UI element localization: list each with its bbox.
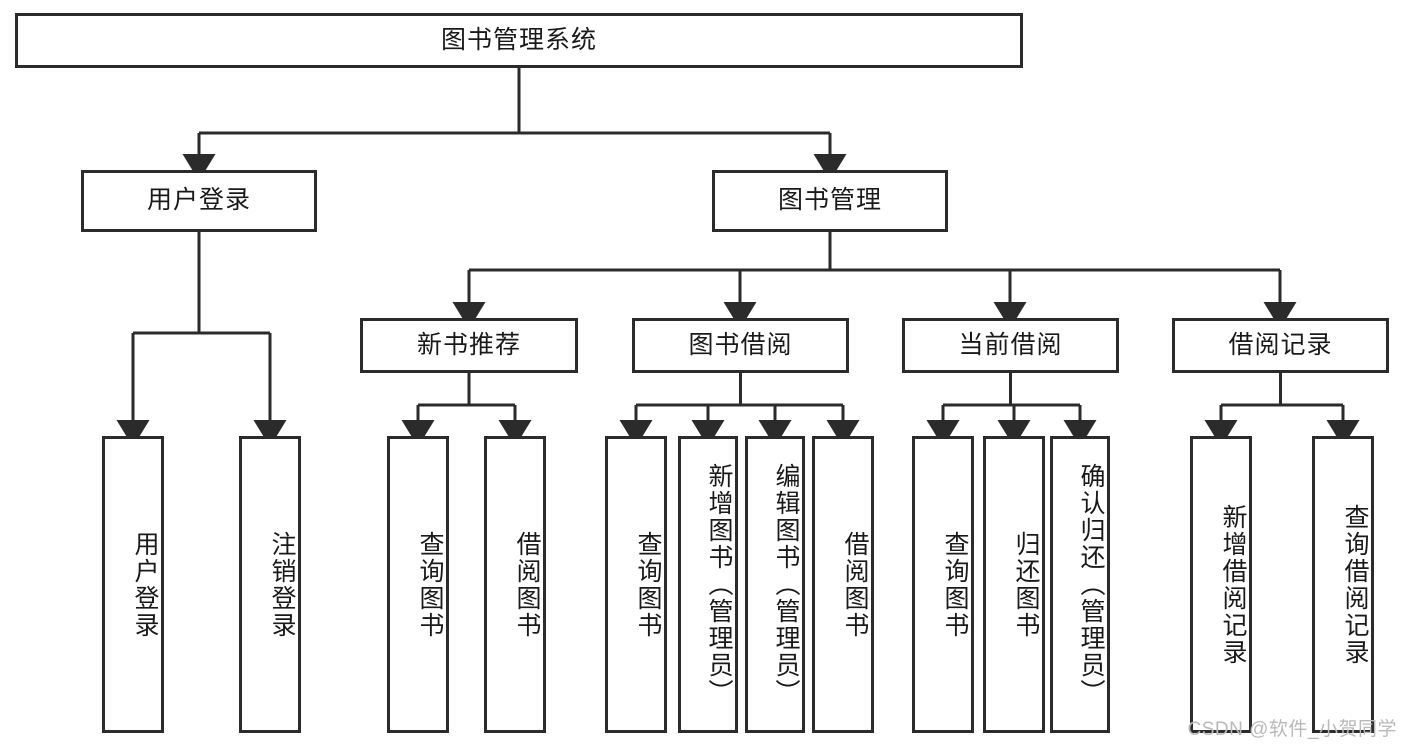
node-label: 借阅图书 <box>513 530 541 639</box>
node-level2-1[interactable]: 图书管理 <box>712 170 948 232</box>
node-label: 确认归还（管理员） <box>1077 463 1105 706</box>
node-leaf-3[interactable]: 借阅图书 <box>484 436 546 733</box>
node-leaf-9[interactable]: 归还图书 <box>983 436 1045 733</box>
watermark-label: CSDN @软件_小贺同学 <box>1187 719 1397 740</box>
node-label: 编辑图书（管理员） <box>772 463 800 706</box>
node-leaf-8[interactable]: 查询图书 <box>912 436 974 733</box>
node-level3-1[interactable]: 图书借阅 <box>632 318 849 373</box>
node-label: 借阅图书 <box>841 530 869 639</box>
node-label: 查询图书 <box>416 530 444 639</box>
node-label: 新增借阅记录 <box>1219 503 1247 666</box>
node-label: 查询借阅记录 <box>1341 503 1369 666</box>
node-label: 查询图书 <box>941 530 969 639</box>
node-label: 用户登录 <box>131 530 159 639</box>
node-leaf-1[interactable]: 注销登录 <box>239 436 301 733</box>
node-leaf-10[interactable]: 确认归还（管理员） <box>1050 436 1110 733</box>
node-level2-0[interactable]: 用户登录 <box>81 170 317 232</box>
node-label: 新增图书（管理员） <box>705 463 733 706</box>
node-leaf-11[interactable]: 新增借阅记录 <box>1190 436 1252 733</box>
node-leaf-7[interactable]: 借阅图书 <box>812 436 874 733</box>
node-leaf-2[interactable]: 查询图书 <box>387 436 449 733</box>
node-leaf-6[interactable]: 编辑图书（管理员） <box>745 436 805 733</box>
node-label: 注销登录 <box>268 530 296 639</box>
node-leaf-5[interactable]: 新增图书（管理员） <box>678 436 738 733</box>
node-label: 归还图书 <box>1012 530 1040 639</box>
node-leaf-12[interactable]: 查询借阅记录 <box>1312 436 1374 733</box>
node-root-system[interactable]: 图书管理系统 <box>15 13 1023 68</box>
node-level3-3[interactable]: 借阅记录 <box>1172 318 1389 373</box>
node-level3-2[interactable]: 当前借阅 <box>902 318 1119 373</box>
node-label: 查询图书 <box>634 530 662 639</box>
node-leaf-4[interactable]: 查询图书 <box>605 436 667 733</box>
node-leaf-0[interactable]: 用户登录 <box>102 436 164 733</box>
node-level3-0[interactable]: 新书推荐 <box>360 318 578 373</box>
